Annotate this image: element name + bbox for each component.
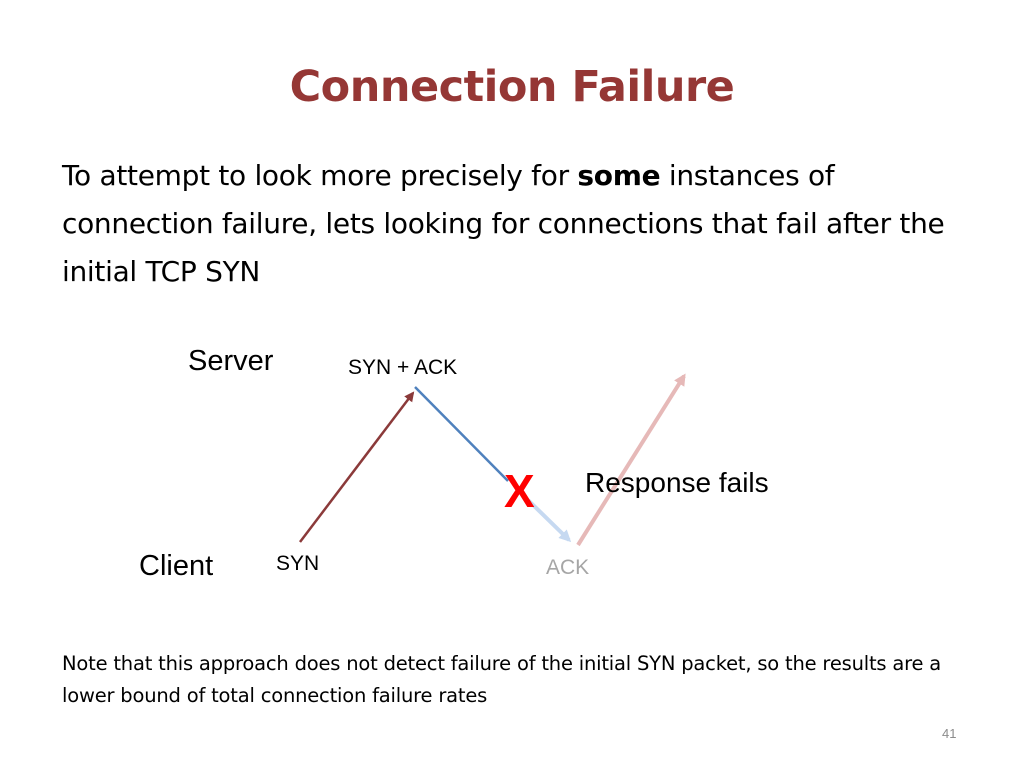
body-paragraph: To attempt to look more precisely for so…: [62, 152, 982, 296]
body-text-end: instances of connection failure, lets lo…: [62, 159, 945, 288]
syn-ack-arrow: [414, 386, 509, 482]
response-fails-label: Response fails: [585, 467, 769, 498]
faded-ack-arrow: [526, 498, 572, 543]
ack-label: ACK: [546, 556, 590, 579]
client-label: Client: [139, 550, 214, 582]
faded-response-arrow: [576, 373, 686, 547]
footnote: Note that this approach does not detect …: [62, 652, 942, 707]
body-text-start: To attempt to look more precisely for: [62, 159, 578, 192]
syn-ack-label: SYN + ACK: [348, 356, 458, 379]
page-number: 41: [942, 726, 957, 741]
failure-x-mark: X: [504, 465, 535, 517]
body-text-bold: some: [577, 159, 661, 192]
slide-title: Connection Failure: [289, 62, 735, 112]
syn-label: SYN: [276, 552, 320, 575]
syn-arrow: [299, 391, 415, 543]
server-label: Server: [188, 345, 274, 377]
